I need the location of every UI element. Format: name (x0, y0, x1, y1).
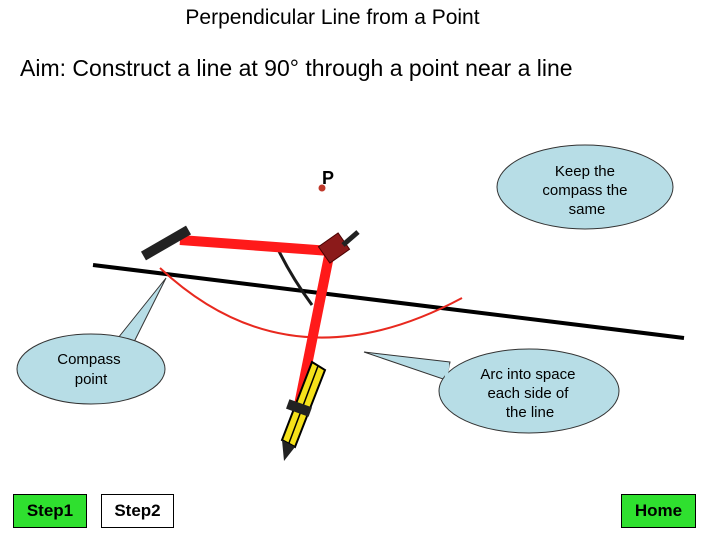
callout-compass-point: Compass point (16, 277, 167, 405)
compass-top-arm (179, 235, 331, 256)
callout-arc-into-space: Arc into space each side of the line (363, 348, 620, 434)
svg-text:Arc into space each side: Arc into space each side of the line (480, 366, 579, 421)
callout-arc-line2: each side of (487, 385, 569, 402)
page-title: Perpendicular Line from a Point (185, 6, 480, 29)
compass-needle-icon (140, 225, 192, 261)
callout-keep-line1: Keep the (555, 163, 615, 180)
step1-button[interactable]: Step1 (13, 494, 87, 528)
callout-arc-line1: Arc into space (480, 366, 575, 383)
callout-keep-compass: Keep the compass the same (496, 144, 674, 230)
callout-compass-point-line1: Compass (57, 351, 120, 368)
construction-arc (159, 267, 463, 339)
step2-button[interactable]: Step2 (101, 494, 174, 528)
callout-keep-line3: same (569, 201, 606, 218)
callout-keep-line2: compass the (542, 182, 627, 199)
point-p-label: P (322, 168, 334, 188)
pencil-icon (280, 360, 327, 461)
compass-hinge-icon (317, 230, 360, 264)
given-line (92, 263, 685, 340)
svg-text:Keep the compass the: Keep the compass the same (542, 163, 631, 218)
callout-compass-point-line2: point (75, 371, 108, 388)
svg-text:Compass point: Compass point (57, 351, 125, 388)
callout-arc-line3: the line (506, 404, 554, 421)
aim-text: Aim: Construct a line at 90° through a p… (20, 55, 573, 81)
point-p-marker (318, 184, 326, 192)
home-button[interactable]: Home (621, 494, 696, 528)
